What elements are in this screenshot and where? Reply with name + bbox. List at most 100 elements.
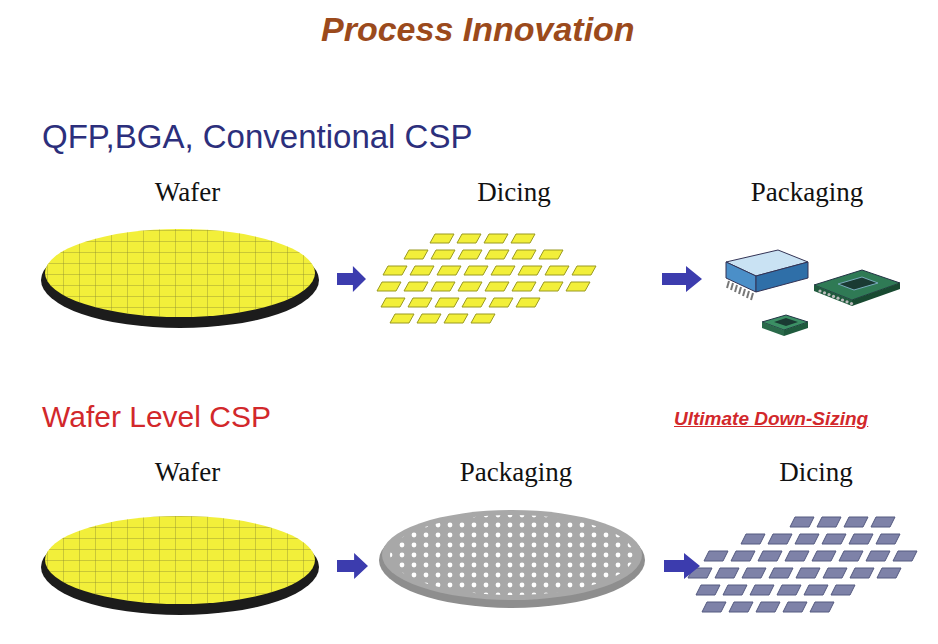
- die: [390, 314, 414, 323]
- die: [518, 266, 542, 275]
- stage-label: Wafer: [42, 456, 333, 488]
- die: [485, 250, 509, 259]
- section-heading: Wafer Level CSP: [42, 400, 271, 434]
- die: [831, 585, 855, 595]
- die: [790, 517, 814, 527]
- die: [696, 585, 720, 595]
- die: [768, 534, 792, 544]
- process-stage: Wafer: [42, 456, 333, 616]
- die: [849, 534, 873, 544]
- stage-label: Wafer: [42, 176, 333, 208]
- die: [512, 282, 536, 291]
- die: [471, 314, 495, 323]
- die: [457, 234, 481, 243]
- die: [866, 551, 890, 561]
- die: [723, 585, 747, 595]
- die: [431, 282, 455, 291]
- process-arrow: [664, 553, 700, 579]
- process-arrow: [337, 553, 368, 579]
- die: [822, 534, 846, 544]
- die: [489, 298, 513, 307]
- die: [377, 282, 401, 291]
- die: [758, 551, 782, 561]
- die: [796, 568, 820, 578]
- process-arrow: [662, 266, 702, 292]
- die: [844, 517, 868, 527]
- die: [408, 298, 432, 307]
- die: [458, 282, 482, 291]
- die: [715, 568, 739, 578]
- stage-label: Packaging: [706, 176, 908, 208]
- die: [893, 551, 917, 561]
- die: [839, 551, 863, 561]
- process-stage: Dicing: [704, 456, 928, 616]
- die: [437, 266, 461, 275]
- die: [777, 585, 801, 595]
- die: [785, 551, 809, 561]
- die: [702, 602, 726, 612]
- process-stage: Dicing: [370, 176, 658, 341]
- section-heading: QFP,BGA, Conventional CSP: [42, 118, 472, 156]
- die: [876, 534, 900, 544]
- die: [572, 266, 596, 275]
- die: [512, 250, 536, 259]
- process-stage: Packaging: [706, 176, 908, 341]
- process-stage: Wafer: [42, 176, 333, 341]
- die: [404, 282, 428, 291]
- die: [795, 534, 819, 544]
- die: [783, 602, 807, 612]
- die: [516, 298, 540, 307]
- die: [444, 314, 468, 323]
- die: [462, 298, 486, 307]
- die: [804, 585, 828, 595]
- die: [431, 250, 455, 259]
- die: [742, 568, 766, 578]
- packaged-wafer: [382, 510, 642, 600]
- wafer-grid: [45, 516, 315, 604]
- wafer: [45, 516, 315, 604]
- die: [383, 266, 407, 275]
- die: [871, 517, 895, 527]
- wafer: [45, 229, 315, 317]
- die: [545, 266, 569, 275]
- die: [539, 250, 563, 259]
- die: [566, 282, 590, 291]
- die: [823, 568, 847, 578]
- csp-package: [762, 315, 808, 336]
- die: [731, 551, 755, 561]
- die: [464, 266, 488, 275]
- die: [769, 568, 793, 578]
- die: [511, 234, 535, 243]
- stage-label: Dicing: [370, 176, 658, 208]
- die: [485, 282, 509, 291]
- bga-package: [814, 270, 900, 306]
- process-arrow: [337, 266, 366, 292]
- die: [458, 250, 482, 259]
- die: [491, 266, 515, 275]
- die: [435, 298, 459, 307]
- die: [410, 266, 434, 275]
- die: [756, 602, 780, 612]
- die: [812, 551, 836, 561]
- note: Ultimate Down-Sizing: [674, 408, 868, 430]
- die: [484, 234, 508, 243]
- die: [404, 250, 428, 259]
- title: Process Innovation: [321, 10, 635, 49]
- die: [417, 314, 441, 323]
- solder-bumps: [390, 515, 634, 595]
- die: [877, 568, 901, 578]
- die: [381, 298, 405, 307]
- die: [810, 602, 834, 612]
- die: [750, 585, 774, 595]
- die: [817, 517, 841, 527]
- die: [850, 568, 874, 578]
- die: [704, 551, 728, 561]
- wafer-grid: [45, 229, 315, 317]
- stage-label: Dicing: [704, 456, 928, 488]
- stage-label: Packaging: [372, 456, 660, 488]
- process-stage: Packaging: [372, 456, 660, 616]
- die: [741, 534, 765, 544]
- die: [729, 602, 753, 612]
- qfp-package: [726, 250, 808, 300]
